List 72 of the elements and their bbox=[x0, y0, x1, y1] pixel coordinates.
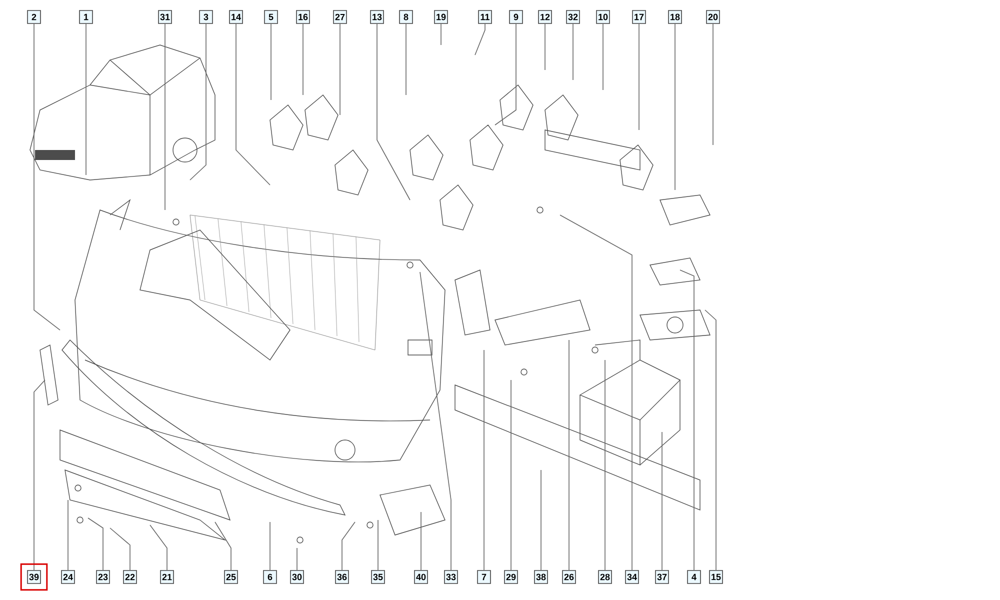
leader-line bbox=[420, 512, 422, 570]
callout-number: 6 bbox=[263, 570, 277, 584]
callout-number: 21 bbox=[160, 570, 174, 584]
callout-number: 38 bbox=[534, 570, 548, 584]
leader-line bbox=[150, 524, 168, 570]
callout-number: 20 bbox=[706, 10, 720, 24]
callout-number: 14 bbox=[229, 10, 243, 24]
callout-number: 9 bbox=[509, 10, 523, 24]
callout-number: 33 bbox=[444, 570, 458, 584]
callout-number: 32 bbox=[566, 10, 580, 24]
callout-number: 37 bbox=[655, 570, 669, 584]
callout-number: 25 bbox=[224, 570, 238, 584]
leader-line bbox=[572, 24, 574, 80]
callout-number: 18 bbox=[668, 10, 682, 24]
callout-number: 10 bbox=[596, 10, 610, 24]
callout-number: 13 bbox=[370, 10, 384, 24]
callout-number: 11 bbox=[478, 10, 492, 24]
leader-line bbox=[302, 24, 304, 96]
leader-line bbox=[214, 522, 232, 570]
callout-number: 1 bbox=[79, 10, 93, 24]
leader-line bbox=[420, 272, 452, 570]
callout-number: 19 bbox=[434, 10, 448, 24]
callout-number: 17 bbox=[632, 10, 646, 24]
leader-line bbox=[540, 470, 542, 570]
leader-line bbox=[680, 270, 694, 570]
leader-line bbox=[34, 24, 60, 330]
callout-number: 8 bbox=[399, 10, 413, 24]
leader-line bbox=[164, 24, 166, 210]
callout-number: 22 bbox=[123, 570, 137, 584]
leader-line bbox=[638, 24, 640, 130]
callout-number: 23 bbox=[96, 570, 110, 584]
callout-number: 15 bbox=[709, 570, 723, 584]
callout-number: 31 bbox=[158, 10, 172, 24]
leader-line bbox=[494, 24, 516, 126]
callout-number: 16 bbox=[296, 10, 310, 24]
leader-line bbox=[544, 24, 546, 70]
leader-line bbox=[342, 522, 356, 570]
leader-line bbox=[190, 24, 206, 180]
leader-line bbox=[674, 24, 676, 190]
callout-number: 2 bbox=[27, 10, 41, 24]
callout-number: 39 bbox=[27, 570, 41, 584]
leader-line bbox=[510, 380, 512, 570]
leader-line bbox=[704, 310, 716, 570]
callout-number: 34 bbox=[625, 570, 639, 584]
leader-line bbox=[604, 360, 606, 570]
callout-number: 29 bbox=[504, 570, 518, 584]
callout-number: 4 bbox=[687, 570, 701, 584]
leader-line bbox=[110, 528, 130, 570]
leader-line bbox=[376, 24, 410, 200]
callout-number: 12 bbox=[538, 10, 552, 24]
leader-line bbox=[296, 548, 298, 570]
leader-line bbox=[712, 24, 714, 146]
callout-number: 7 bbox=[477, 570, 491, 584]
callout-number: 26 bbox=[562, 570, 576, 584]
leader-line bbox=[440, 24, 442, 46]
leader-line bbox=[34, 380, 46, 570]
leader-line bbox=[568, 340, 570, 570]
callout-number: 40 bbox=[414, 570, 428, 584]
leader-line bbox=[474, 24, 486, 56]
leader-line bbox=[270, 24, 272, 100]
callout-number: 35 bbox=[371, 570, 385, 584]
callout-number: 24 bbox=[61, 570, 75, 584]
callout-number: 36 bbox=[335, 570, 349, 584]
leader-line bbox=[602, 24, 604, 90]
leader-line bbox=[88, 518, 104, 570]
leader-line bbox=[236, 24, 270, 186]
callout-number: 5 bbox=[264, 10, 278, 24]
callout-number: 30 bbox=[290, 570, 304, 584]
callout-number: 27 bbox=[333, 10, 347, 24]
leader-line bbox=[560, 214, 632, 570]
callout-number: 3 bbox=[199, 10, 213, 24]
callout-number: 28 bbox=[598, 570, 612, 584]
